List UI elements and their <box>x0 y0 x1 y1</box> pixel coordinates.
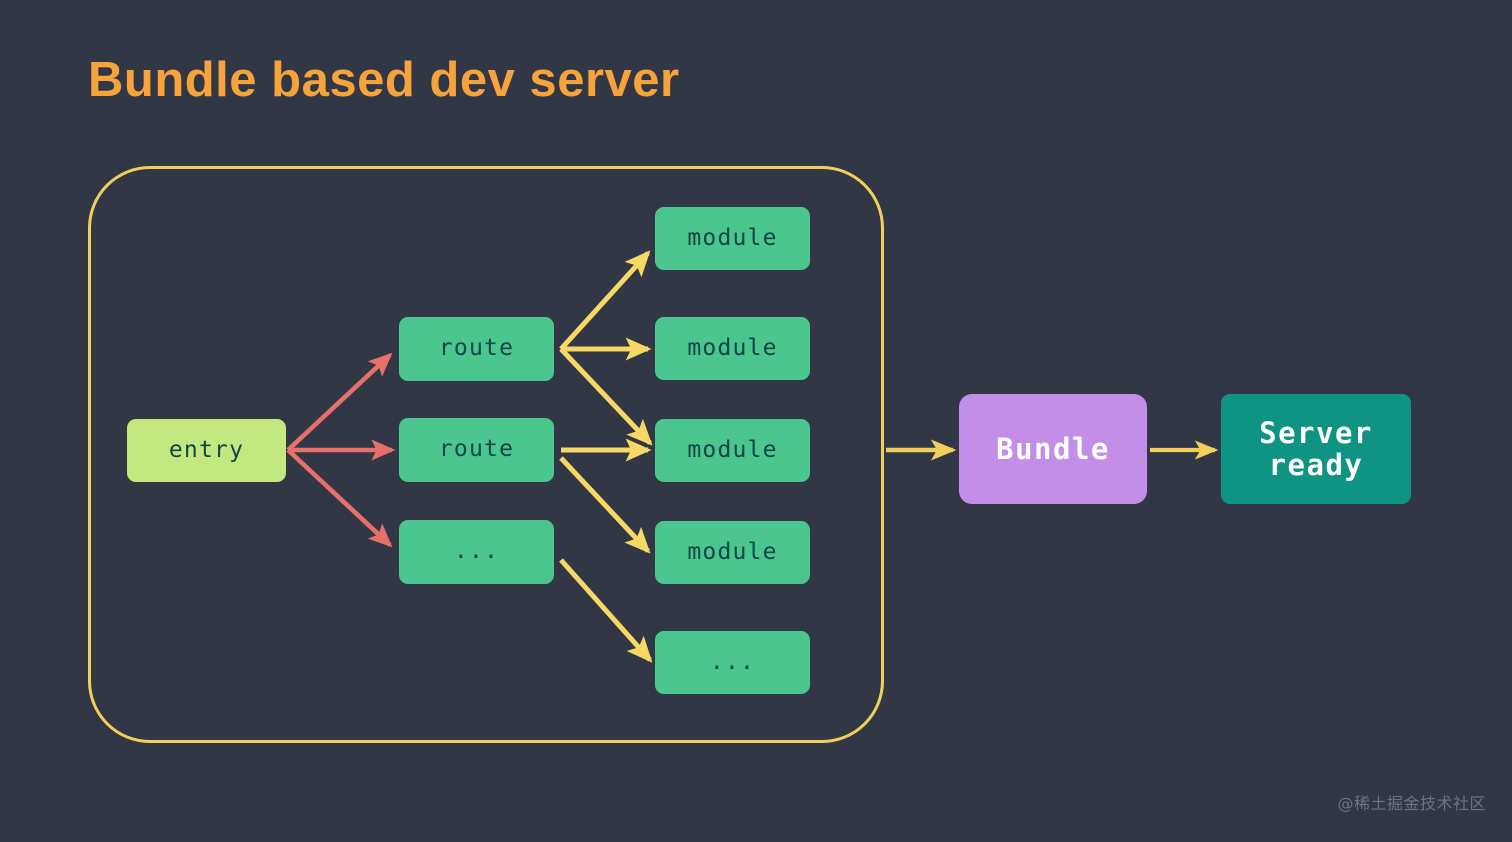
node-module-1[interactable]: module <box>655 207 810 270</box>
node-module-4[interactable]: module <box>655 521 810 584</box>
node-route-1[interactable]: route <box>399 317 554 381</box>
node-entry[interactable]: entry <box>127 419 286 482</box>
watermark: @稀土掘金技术社区 <box>1337 794 1486 813</box>
bundling-group-frame <box>88 166 884 743</box>
node-module-2[interactable]: module <box>655 317 810 380</box>
node-bundle[interactable]: Bundle <box>959 394 1147 504</box>
node-route-2[interactable]: route <box>399 418 554 482</box>
page-title: Bundle based dev server <box>88 53 680 107</box>
node-server-ready[interactable]: Server ready <box>1221 394 1411 504</box>
node-module-5[interactable]: ... <box>655 631 810 694</box>
node-route-3[interactable]: ... <box>399 520 554 584</box>
node-module-3[interactable]: module <box>655 419 810 482</box>
